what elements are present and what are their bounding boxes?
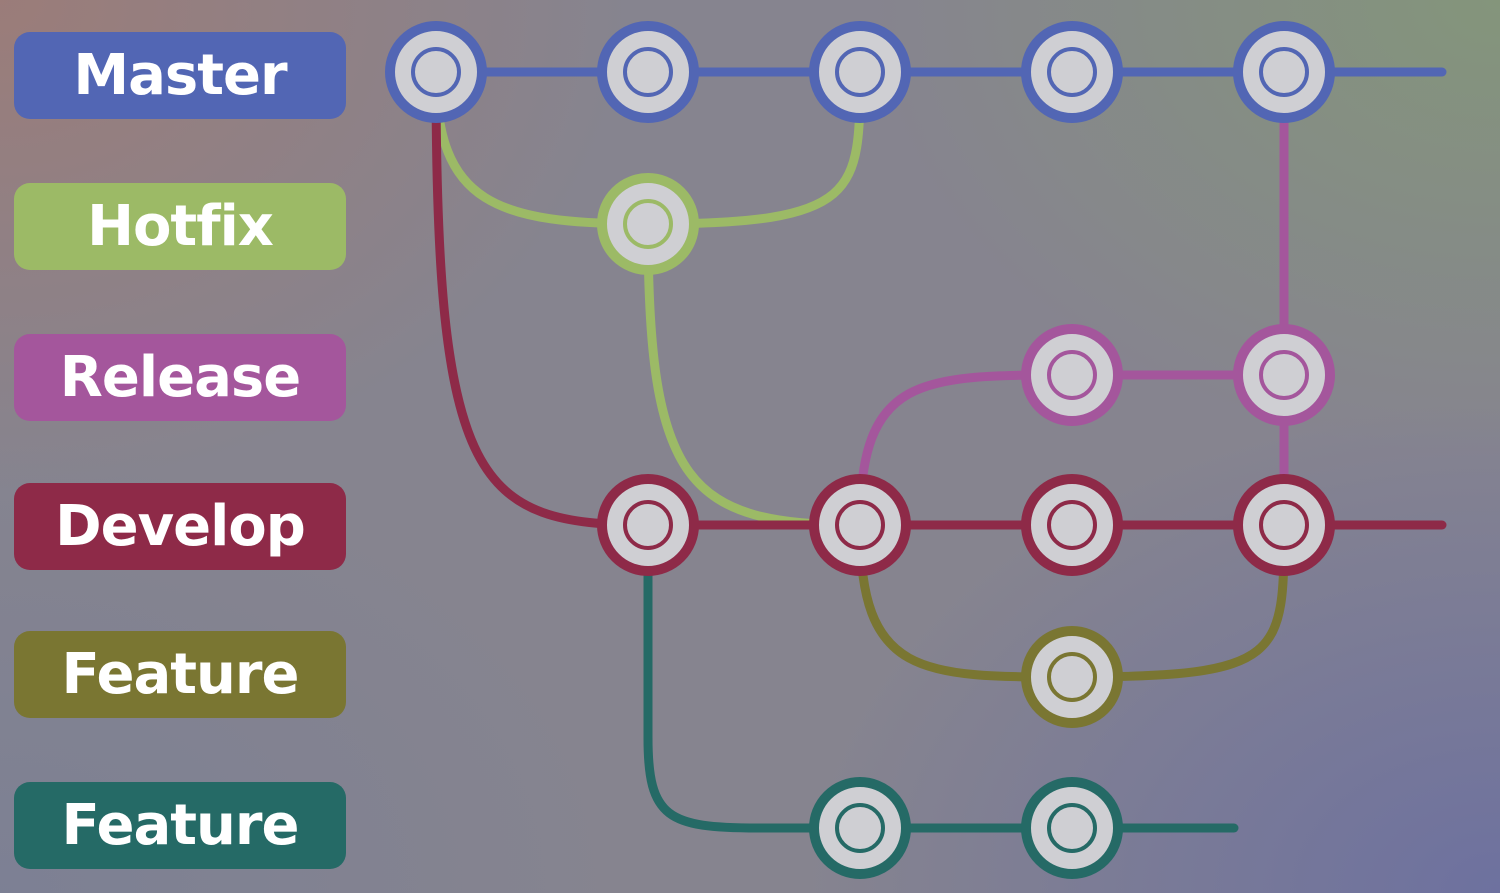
branch-label-master: Master <box>14 32 346 119</box>
commit-node-r2 <box>1233 324 1335 426</box>
commit-inner-ring <box>1047 803 1097 853</box>
branch-label-release: Release <box>14 334 346 421</box>
branch-edges <box>431 67 1447 833</box>
commit-node-d3 <box>1021 474 1123 576</box>
commit-inner-ring <box>835 803 885 853</box>
commit-inner-ring <box>1259 500 1309 550</box>
commit-inner-ring <box>835 47 885 97</box>
commit-node-h1 <box>597 173 699 275</box>
commit-node-m3 <box>809 21 911 123</box>
branch-label-develop: Develop <box>14 483 346 570</box>
commit-node-d4 <box>1233 474 1335 576</box>
branch-label-feature: Feature <box>14 631 346 718</box>
commit-node-r1 <box>1021 324 1123 426</box>
commit-node-m1 <box>385 21 487 123</box>
commit-inner-ring <box>1047 47 1097 97</box>
commit-inner-ring <box>1047 500 1097 550</box>
edge-m1-d1 <box>431 67 653 530</box>
commit-node-d1 <box>597 474 699 576</box>
commit-node-f1 <box>1021 626 1123 728</box>
commit-node-m5 <box>1233 21 1335 123</box>
commit-inner-ring <box>623 47 673 97</box>
commit-node-m2 <box>597 21 699 123</box>
commit-node-g2 <box>1021 777 1123 879</box>
edge-d2-r1 <box>855 370 1077 530</box>
commit-inner-ring <box>623 199 673 249</box>
edge-h1-d2 <box>643 219 865 530</box>
branch-label-feature-2: Feature <box>14 782 346 869</box>
commit-inner-ring <box>835 500 885 550</box>
commit-node-d2 <box>809 474 911 576</box>
commit-node-m4 <box>1021 21 1123 123</box>
commit-inner-ring <box>623 500 673 550</box>
commit-inner-ring <box>411 47 461 97</box>
commit-inner-ring <box>1047 652 1097 702</box>
edge-d1-g1 <box>643 520 865 833</box>
branch-label-hotfix: Hotfix <box>14 183 346 270</box>
commit-node-g1 <box>809 777 911 879</box>
commit-inner-ring <box>1259 350 1309 400</box>
commit-inner-ring <box>1047 350 1097 400</box>
commit-inner-ring <box>1259 47 1309 97</box>
commit-nodes <box>385 21 1335 879</box>
edge-d2-f1 <box>855 520 1077 682</box>
